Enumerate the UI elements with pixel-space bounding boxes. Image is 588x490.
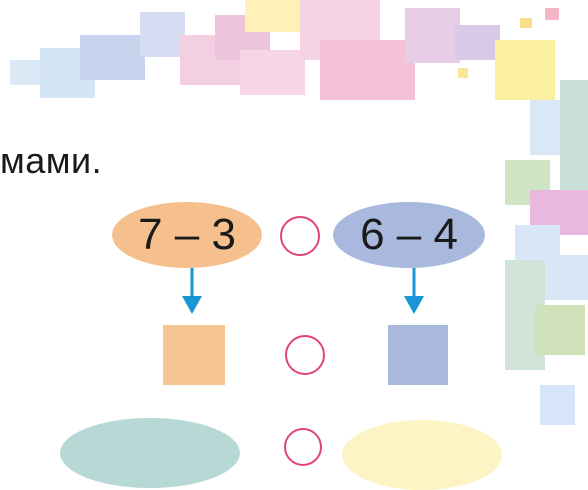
deco-square [140, 12, 185, 57]
deco-square [495, 40, 555, 100]
down-arrow-icon [402, 268, 426, 316]
deco-square [540, 385, 575, 425]
deco-square [535, 305, 585, 355]
compare-circle-icon[interactable] [280, 216, 320, 256]
deco-square [10, 60, 40, 85]
left-answer-square[interactable] [163, 325, 225, 385]
heading-text: мами. [0, 140, 102, 182]
down-arrow-icon [180, 268, 204, 316]
right-expression-text: 6 – 4 [360, 213, 458, 257]
deco-square [405, 8, 460, 63]
deco-square [520, 18, 532, 28]
right-oval-partial [342, 420, 502, 490]
deco-square [545, 255, 588, 300]
deco-square [560, 80, 588, 200]
right-answer-square[interactable] [388, 325, 448, 385]
deco-square [455, 25, 500, 60]
deco-square [545, 8, 559, 20]
compare-circle-icon[interactable] [284, 428, 322, 466]
left-oval-partial [60, 418, 240, 488]
deco-square [240, 50, 305, 95]
deco-square [320, 40, 415, 100]
right-expression-oval: 6 – 4 [333, 202, 485, 268]
compare-circle-icon[interactable] [285, 335, 325, 375]
left-expression-text: 7 – 3 [138, 213, 236, 257]
deco-square [80, 35, 145, 80]
deco-square [458, 68, 468, 78]
left-expression-oval: 7 – 3 [112, 202, 262, 268]
